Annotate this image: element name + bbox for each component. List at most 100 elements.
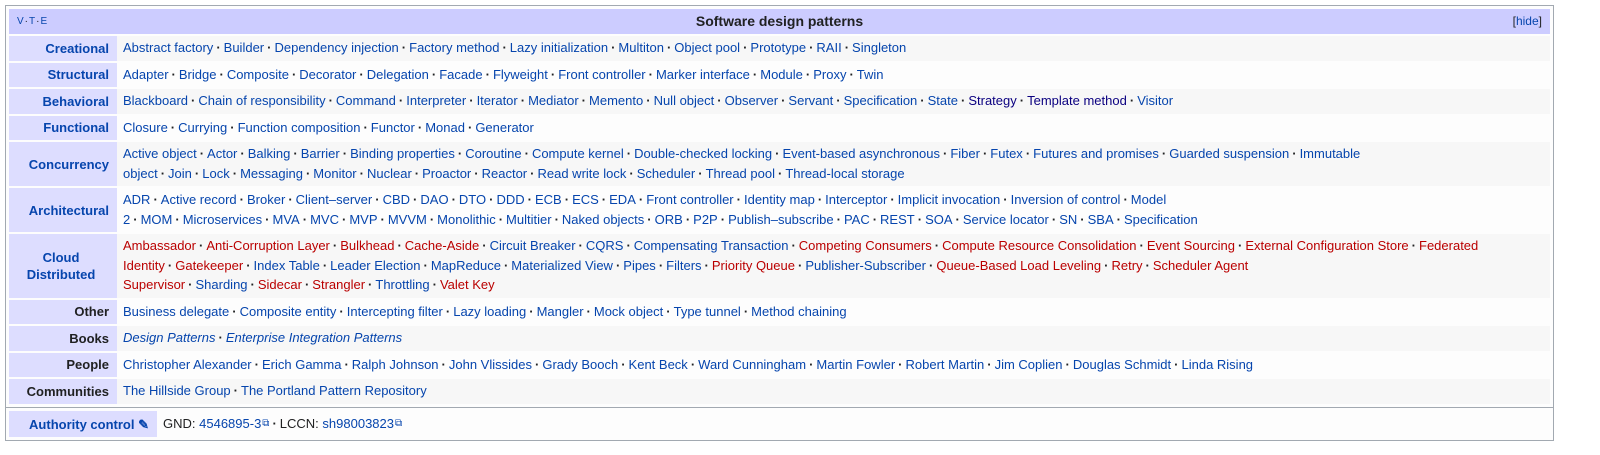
list-item-link[interactable]: Functor [370,119,415,135]
list-item-link[interactable]: Active record [160,192,237,207]
list-item-link[interactable]: State [927,93,958,108]
list-item-link[interactable]: Throttling [375,277,430,292]
list-item-link[interactable]: Multitier [506,211,552,227]
pencil-icon[interactable]: ✎ [138,416,149,432]
list-item-link[interactable]: Prototype [750,40,807,55]
list-item-link[interactable]: External Configuration Store [1245,238,1409,253]
list-item-link[interactable]: DAO [420,192,449,207]
list-item-link[interactable]: Lazy initialization [509,40,609,55]
authority-control-text[interactable]: Authority control [29,416,135,432]
list-item-link[interactable]: Scheduler Agent Supervisor [123,257,1249,293]
list-item-link[interactable]: P2P [693,211,718,227]
list-item-link[interactable]: Proactor [422,165,472,181]
list-item-link[interactable]: Binding properties [350,146,455,161]
list-item-link[interactable]: Lazy loading [453,303,527,319]
list-item-link[interactable]: Event Sourcing [1146,238,1235,253]
list-item-link[interactable]: Multiton [618,40,664,55]
list-item-link[interactable]: Anti-Corruption Layer [206,238,330,253]
list-item-link[interactable]: Client–server [295,192,373,207]
list-item-link[interactable]: Singleton [852,40,907,55]
list-item-link[interactable]: Facade [439,66,483,82]
list-item-link[interactable]: Thread-local storage [785,165,905,181]
hide-toggle[interactable]: [hide] [1512,14,1542,28]
list-item-link[interactable]: ADR [123,192,151,207]
list-item-link[interactable]: Service locator [962,211,1049,227]
list-item-link[interactable]: Federated Identity [123,238,1479,273]
list-item-link[interactable]: MOM [140,211,173,227]
list-item-link[interactable]: Interpreter [406,93,467,108]
list-item-link[interactable]: Strategy [968,93,1017,108]
list-item-link[interactable]: Inversion of control [1010,192,1121,207]
list-item-link[interactable]: Null object [653,93,715,108]
list-item-link[interactable]: Marker interface [655,66,750,82]
list-item-link[interactable]: Actor [207,146,238,161]
list-item-link[interactable]: MVVM [387,211,427,227]
list-item-link[interactable]: Type tunnel [673,303,741,319]
list-item-link[interactable]: ECB [534,192,562,207]
list-item-link[interactable]: Publisher-Subscriber [805,257,926,273]
list-item-link[interactable]: Linda Rising [1181,356,1254,372]
list-item-link[interactable]: DTO [458,192,487,207]
group-structural[interactable]: Structural [9,62,117,87]
list-item-link[interactable]: Futures and promises [1033,146,1159,161]
list-item-link[interactable]: Ward Cunningham [698,356,807,372]
list-item-link[interactable]: Dependency injection [274,40,399,55]
list-item-link[interactable]: SOA [925,211,953,227]
list-item-link[interactable]: Abstract factory [123,40,214,55]
list-item-link[interactable]: Function composition [237,119,361,135]
list-item-link[interactable]: PAC [843,211,870,227]
list-item-link[interactable]: ECS [572,192,599,207]
list-item-link[interactable]: Reactor [481,165,528,181]
list-item-link[interactable]: DDD [496,192,525,207]
list-item-link[interactable]: Command [335,93,396,108]
list-item-link[interactable]: The Portland Pattern Repository [241,383,427,398]
list-item-link[interactable]: Balking [247,146,291,161]
list-item-link[interactable]: Ralph Johnson [351,356,439,372]
list-item-link[interactable]: Scheduler [636,165,696,181]
list-item-link[interactable]: Implicit invocation [897,192,1001,207]
list-item-link[interactable]: Twin [856,66,884,82]
list-item-link[interactable]: Coroutine [465,146,522,161]
group-architectural[interactable]: Architectural [9,188,117,232]
list-item-link[interactable]: Observer [724,93,779,108]
list-item-link[interactable]: Currying [178,119,228,135]
list-item-link[interactable]: Priority Queue [711,257,795,273]
edit-link[interactable]: E [40,16,49,27]
list-item-link[interactable]: Nuclear [366,165,412,181]
list-item-link[interactable]: Bulkhead [340,238,395,253]
list-item-link[interactable]: Gatekeeper [175,257,244,273]
list-item-link[interactable]: SN [1059,211,1078,227]
list-item-link[interactable]: Enterprise Integration Patterns [225,330,403,345]
list-item-link[interactable]: Proxy [813,66,847,82]
list-item-link[interactable]: Blackboard [123,93,189,108]
list-item-link[interactable]: Delegation [366,66,429,82]
list-item-link[interactable]: Model 2 [123,192,1167,227]
list-item-link[interactable]: Guarded suspension [1169,146,1290,161]
list-item-link[interactable]: Martin Fowler [816,356,896,372]
list-item-link[interactable]: RAII [816,40,842,55]
list-item-link[interactable]: Factory method [409,40,500,55]
list-item-link[interactable]: Composite entity [239,303,337,319]
list-item-link[interactable]: Immutable object [123,146,1361,181]
list-item-link[interactable]: Builder [223,40,265,55]
list-item-link[interactable]: Publish–subscribe [728,211,834,227]
list-item-link[interactable]: Pipes [623,257,656,273]
gnd-link[interactable]: 4546895-3 [199,415,262,431]
list-item-link[interactable]: Barrier [300,146,340,161]
list-item-link[interactable]: Lock [202,165,230,181]
list-item-link[interactable]: Broker [247,192,286,207]
list-item-link[interactable]: Messaging [240,165,303,181]
list-item-link[interactable]: Double-checked locking [634,146,773,161]
list-item-link[interactable]: Ambassador [123,238,196,253]
group-functional[interactable]: Functional [9,115,117,140]
list-item-link[interactable]: Flyweight [492,66,548,82]
list-item-link[interactable]: Business delegate [123,303,230,319]
list-item-link[interactable]: Active object [123,146,197,161]
list-item-link[interactable]: Sharding [195,277,248,292]
authority-control-label[interactable]: Authority control ✎ [9,411,157,437]
list-item-link[interactable]: Visitor [1137,93,1174,108]
list-item-link[interactable]: Circuit Breaker [489,238,576,253]
list-item-link[interactable]: Generator [475,119,534,135]
group-creational[interactable]: Creational [9,36,117,61]
